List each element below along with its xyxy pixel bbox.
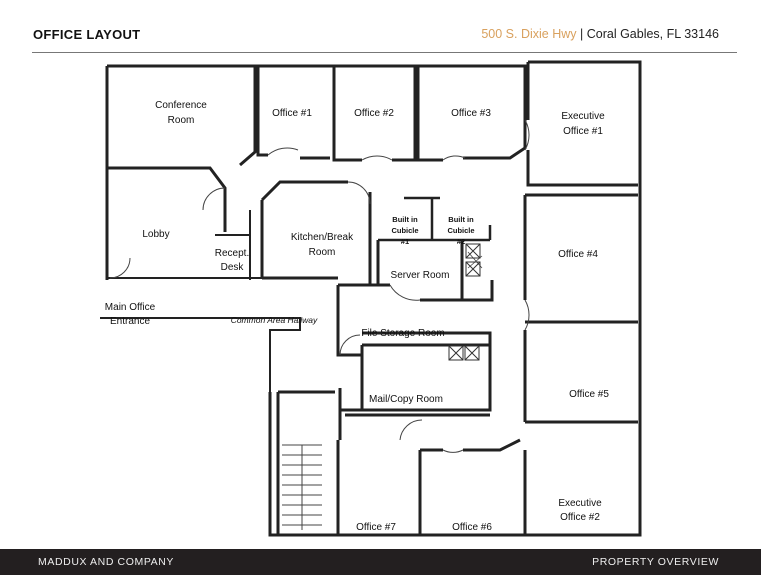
label-office-5: Office #5: [569, 389, 609, 400]
label-conference-room-2: Room: [168, 115, 195, 126]
address-separator: |: [576, 27, 587, 41]
label-mail-copy-room: Mail/Copy Room: [369, 394, 443, 405]
label-file-storage: File Storage Room: [361, 328, 444, 339]
room-labels: Conference Room Office #1 Office #2 Offi…: [105, 100, 610, 533]
label-office-3: Office #3: [451, 108, 491, 119]
label-cubicle-2-c: #2: [457, 237, 465, 246]
footer-section: PROPERTY OVERVIEW: [592, 556, 719, 568]
label-executive-office-2-b: Office #2: [560, 512, 600, 523]
footer-bar: MADDUX AND COMPANY PROPERTY OVERVIEW: [0, 549, 761, 575]
label-common-hallway: Common Area Hallway: [231, 315, 318, 325]
label-office-6: Office #6: [452, 522, 492, 533]
label-office-4: Office #4: [558, 249, 598, 260]
label-office-1: Office #1: [272, 108, 312, 119]
label-kitchen: Kitchen/Break: [291, 232, 354, 243]
elevator-shafts: [448, 243, 481, 361]
header-divider: [32, 52, 737, 53]
address-city: Coral Gables, FL 33146: [586, 27, 719, 41]
label-lobby: Lobby: [142, 229, 169, 240]
page-title: OFFICE LAYOUT: [33, 27, 141, 42]
label-executive-office-1-b: Office #1: [563, 126, 603, 137]
label-cubicle-2-b: Cubicle: [447, 226, 474, 235]
label-office-2: Office #2: [354, 108, 394, 119]
label-executive-office-2: Executive: [558, 498, 602, 509]
label-recept-desk-2: Desk: [221, 262, 245, 273]
label-conference-room: Conference: [155, 100, 207, 111]
label-cubicle-1-b: Cubicle: [391, 226, 418, 235]
label-cubicle-2: Built in: [448, 215, 474, 224]
label-cubicle-1: Built in: [392, 215, 418, 224]
label-kitchen-2: Room: [309, 247, 336, 258]
address: 500 S. Dixie Hwy | Coral Gables, FL 3314…: [481, 27, 719, 41]
label-recept-desk: Recept.: [215, 248, 249, 259]
walls: [100, 60, 642, 537]
footer-company: MADDUX AND COMPANY: [38, 556, 175, 568]
label-server-room: Server Room: [391, 270, 450, 281]
stairs: [282, 444, 322, 530]
address-street: 500 S. Dixie Hwy: [481, 27, 577, 41]
label-executive-office-1: Executive: [561, 111, 605, 122]
label-main-entrance: Main Office: [105, 302, 156, 313]
door-swings: [109, 119, 530, 453]
label-cubicle-1-c: #1: [401, 237, 409, 246]
label-office-7: Office #7: [356, 522, 396, 533]
label-main-entrance-2: Entrance: [110, 316, 150, 327]
